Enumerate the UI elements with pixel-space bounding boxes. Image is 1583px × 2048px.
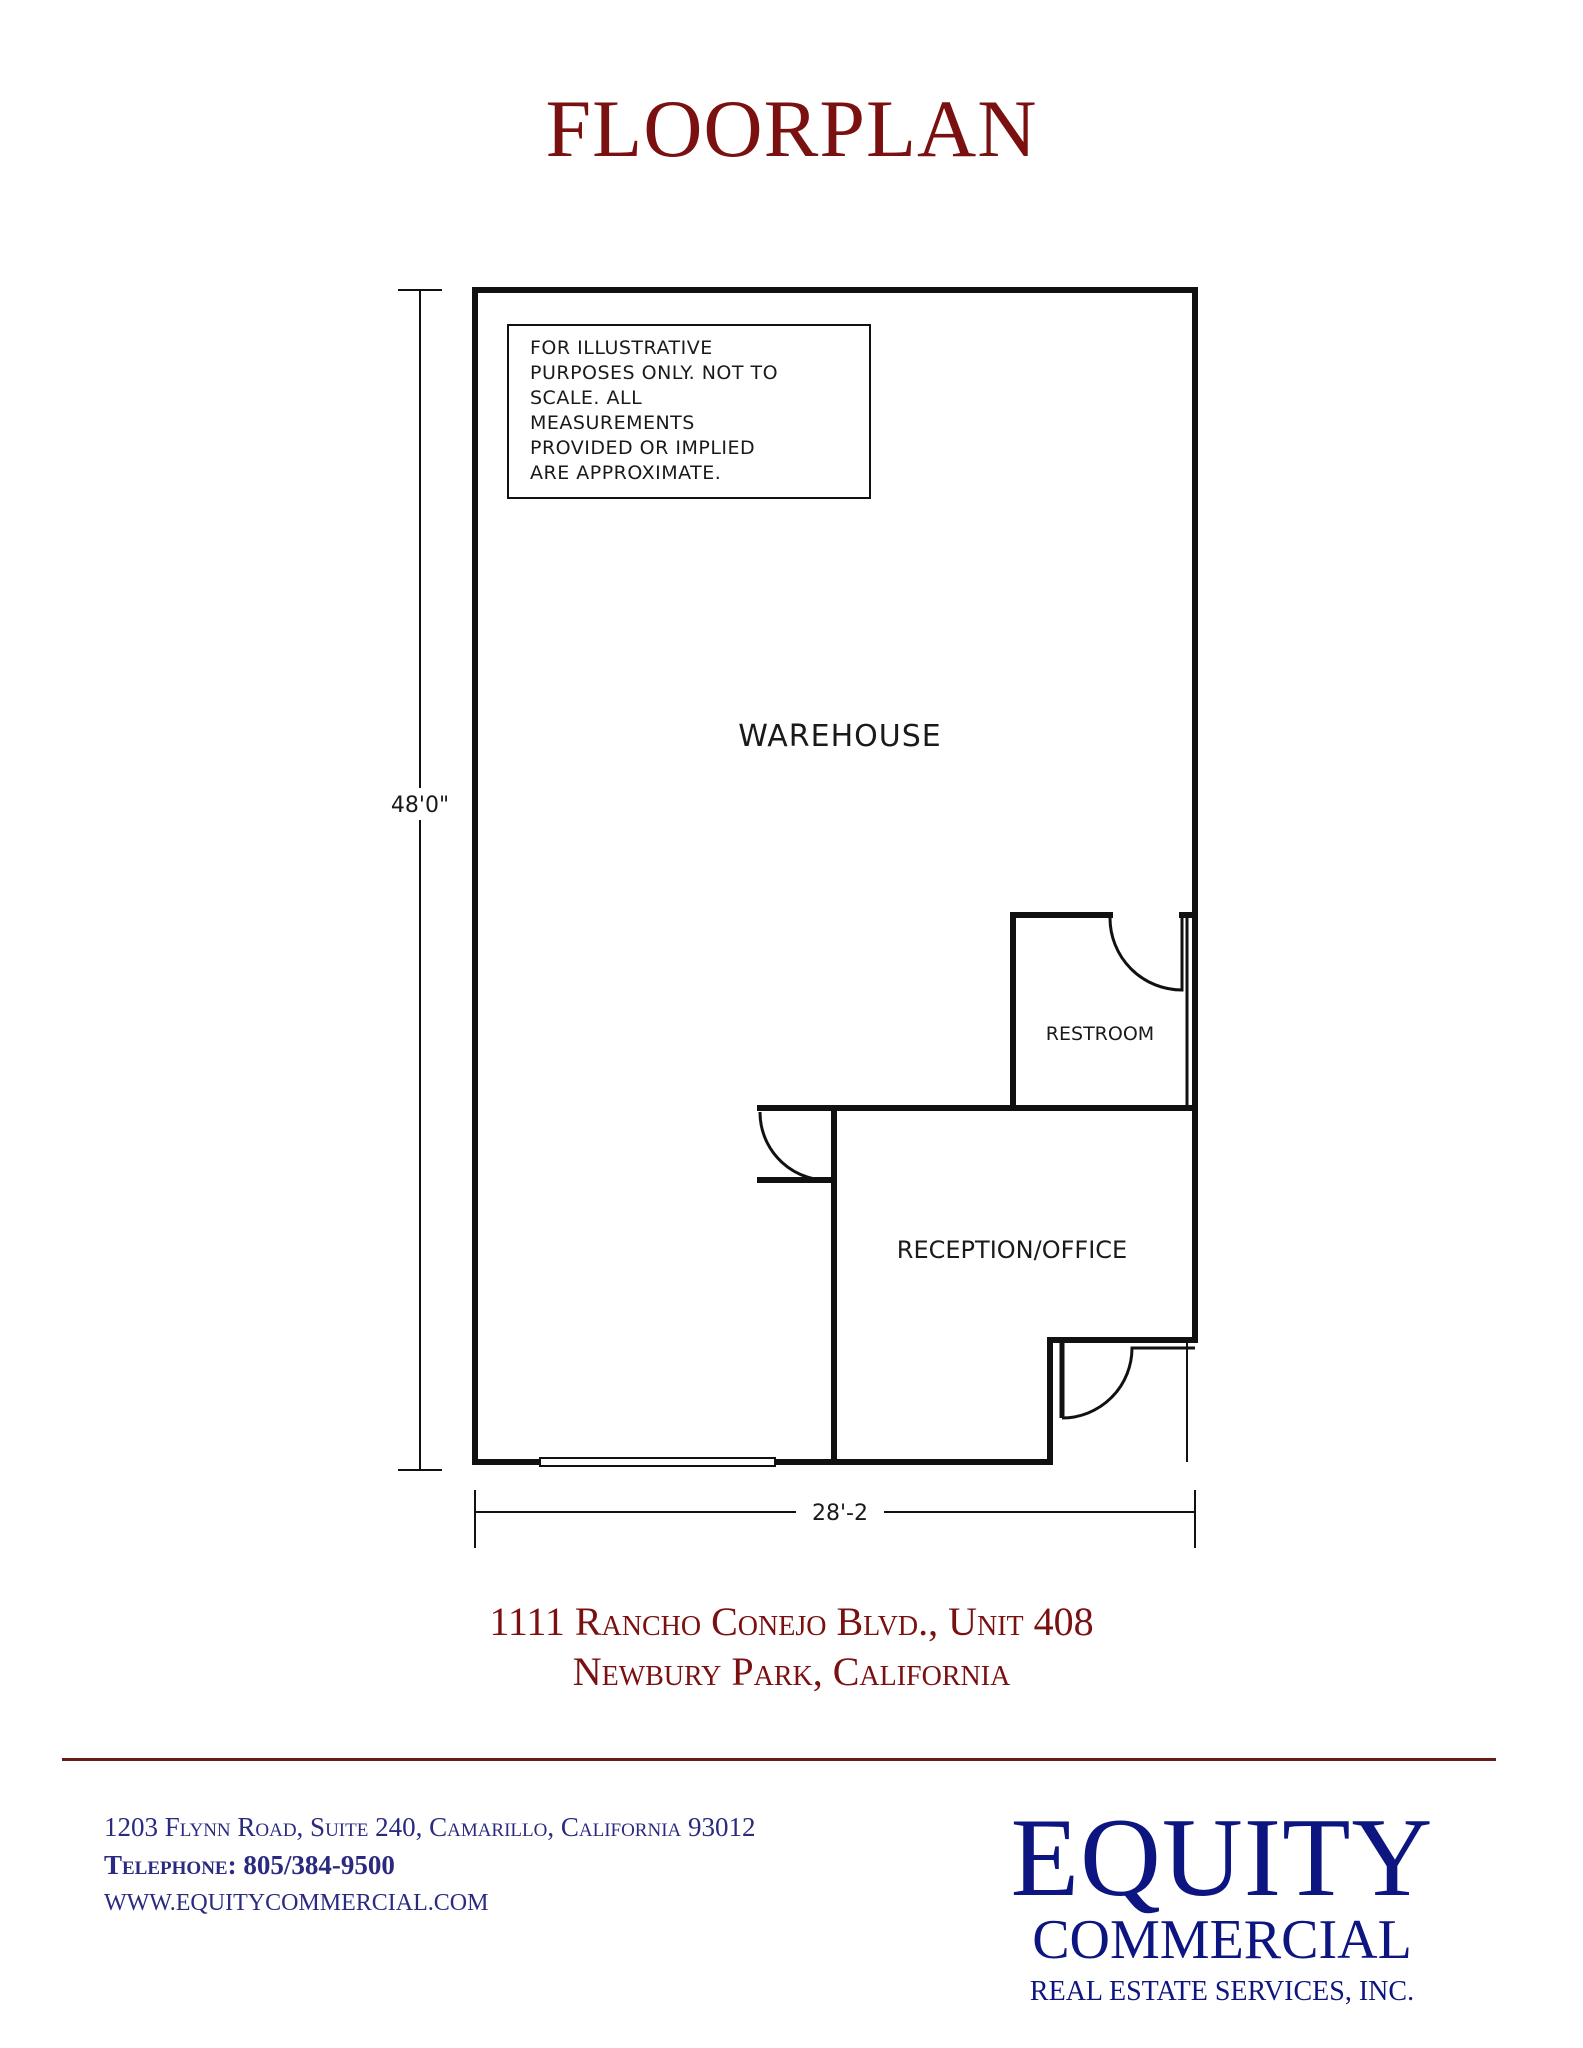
- disclaimer-line-3: SCALE. ALL: [530, 387, 642, 409]
- outer-wall: [472, 287, 1198, 1465]
- rollup-door: [539, 1457, 776, 1467]
- disclaimer-line-2: PURPOSES ONLY. NOT TO: [530, 362, 778, 384]
- disclaimer-line-1: FOR ILLUSTRATIVE: [530, 337, 713, 359]
- entry-door-swing: [1061, 1346, 1195, 1420]
- brand-logo-sub: COMMERCIAL: [1032, 1909, 1412, 1971]
- floorplan-diagram: FOR ILLUSTRATIVE PURPOSES ONLY. NOT TO S…: [390, 287, 1198, 1548]
- width-dimension: 28'-2: [812, 1501, 868, 1526]
- restroom-wall: [1010, 912, 1113, 1111]
- property-address-line1: 1111 Rancho Conejo Blvd., Unit 408: [489, 1599, 1094, 1644]
- office-door-swing: [758, 1111, 835, 1182]
- telephone-number: 805/384-9500: [243, 1850, 395, 1880]
- restroom-label: RESTROOM: [1046, 1023, 1154, 1045]
- website-link[interactable]: WWW.EQUITYCOMMERCIAL.COM: [104, 1890, 489, 1916]
- disclaimer-line-6: ARE APPROXIMATE.: [530, 462, 721, 484]
- warehouse-label: WAREHOUSE: [738, 719, 941, 754]
- brand-logo-main: EQUITY: [1010, 1796, 1434, 1920]
- property-address-line2: Newbury Park, California: [572, 1649, 1011, 1694]
- office-address: 1203 Flynn Road, Suite 240, Camarillo, C…: [104, 1812, 756, 1842]
- disclaimer-line-4: MEASUREMENTS: [530, 412, 695, 434]
- restroom-door-swing: [1108, 917, 1184, 992]
- page-title: FLOORPLAN: [545, 83, 1038, 174]
- disclaimer-line-5: PROVIDED OR IMPLIED: [530, 437, 755, 459]
- reception-label: RECEPTION/OFFICE: [897, 1236, 1127, 1264]
- footer-divider: [62, 1758, 1496, 1761]
- telephone-line: Telephone: 805/384-9500: [104, 1850, 395, 1881]
- telephone-label: Telephone:: [104, 1850, 237, 1880]
- disclaimer-box: [507, 324, 871, 499]
- height-dimension: 48'0": [391, 793, 449, 818]
- brand-tagline: REAL ESTATE SERVICES, INC.: [1029, 1976, 1415, 2007]
